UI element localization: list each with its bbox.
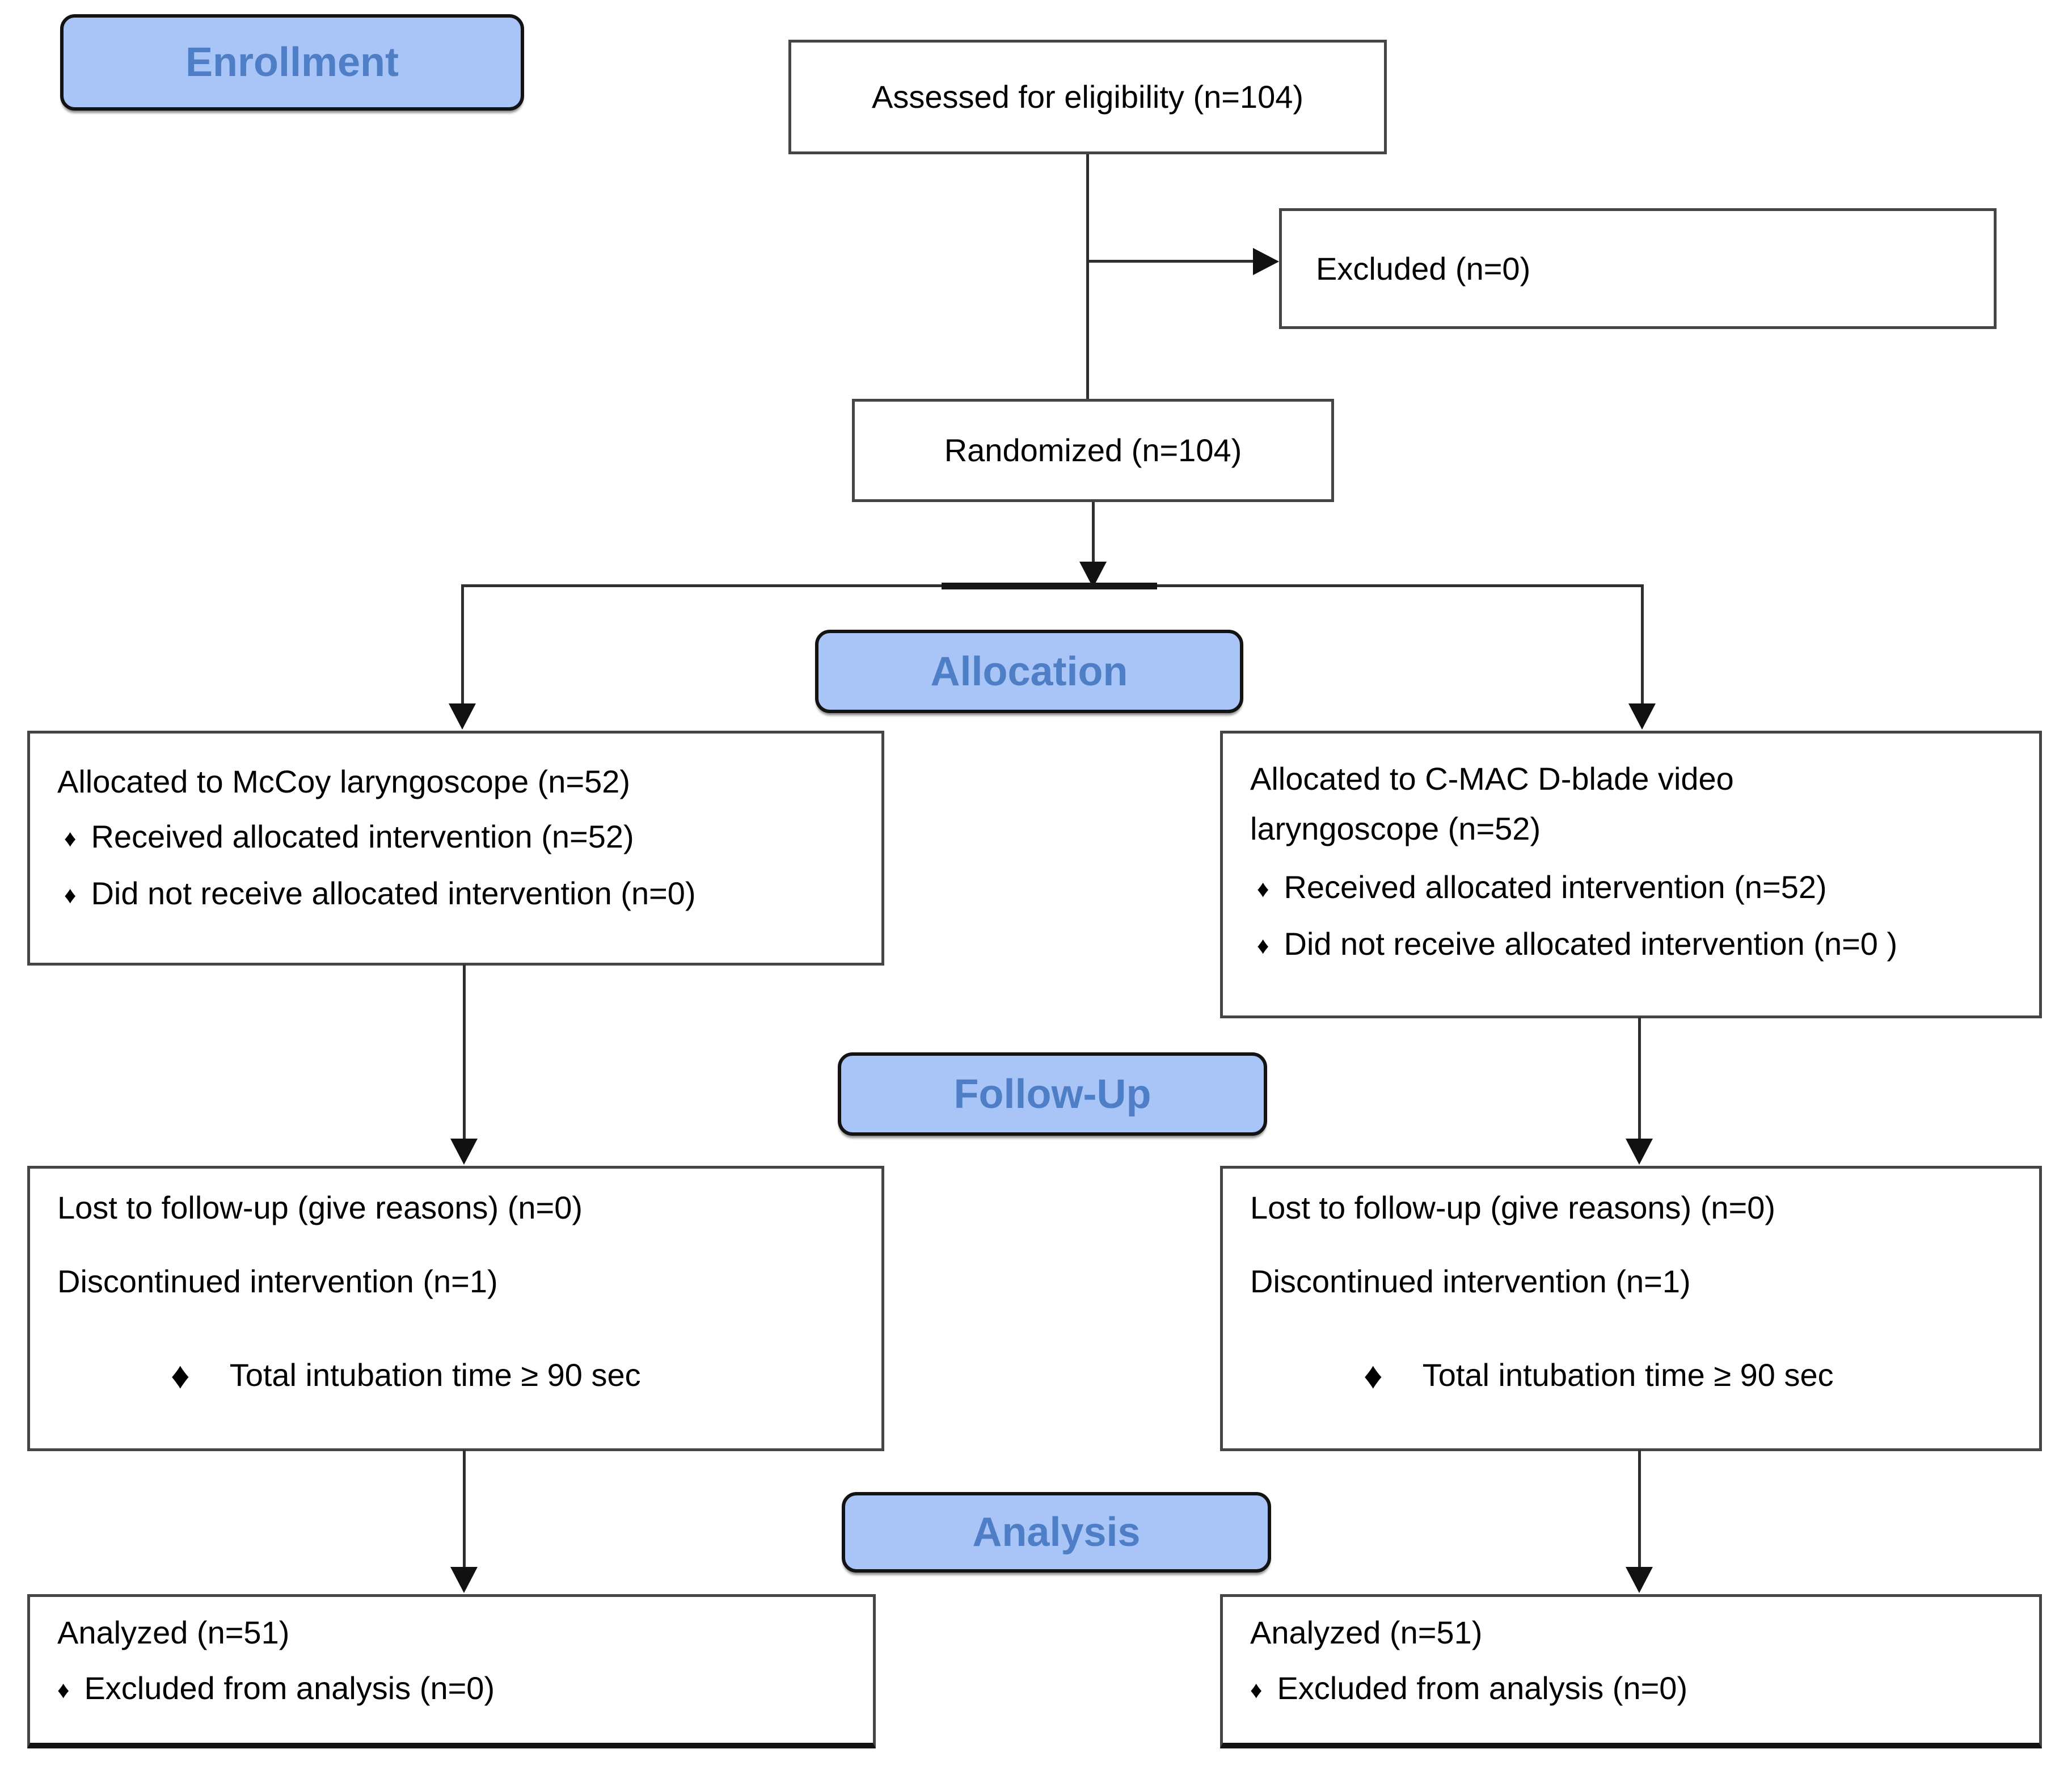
diamond-bullet-icon: ♦ xyxy=(1364,1354,1383,1396)
arrowhead-into-allocation-left xyxy=(449,703,476,730)
box-line: Discontinued intervention (n=1) xyxy=(1250,1262,2022,1301)
diamond-bullet-icon: ♦ xyxy=(64,882,77,908)
connector-randomized-to-split xyxy=(1092,502,1095,564)
box-allocation-left: Allocated to McCoy laryngoscope (n=52) ♦… xyxy=(27,731,884,966)
stage-badge-enrollment-label: Enrollment xyxy=(185,40,399,85)
box-followup-right: Lost to follow-up (give reasons) (n=0) D… xyxy=(1220,1166,2042,1451)
box-line: Allocated to McCoy laryngoscope (n=52) xyxy=(57,754,864,809)
diamond-bullet-icon: ♦ xyxy=(171,1354,190,1396)
box-assessed-text: Assessed for eligibility (n=104) xyxy=(871,79,1304,115)
diamond-bullet-icon: ♦ xyxy=(1257,932,1269,959)
box-line: ♦ Received allocated intervention (n=52) xyxy=(57,809,864,866)
box-line: ♦ Excluded from analysis (n=0) xyxy=(1250,1668,2022,1710)
box-line: laryngoscope (n=52) xyxy=(1250,804,2022,854)
line-text: Allocated to C-MAC D-blade video xyxy=(1250,761,1734,796)
connector-followup-right-to-analysis-right xyxy=(1638,1450,1641,1570)
line-text: Total intubation time ≥ 90 sec xyxy=(229,1357,641,1393)
box-line: ♦ Total intubation time ≥ 90 sec xyxy=(1250,1355,2022,1395)
diamond-bullet-icon: ♦ xyxy=(1250,1676,1263,1703)
box-randomized: Randomized (n=104) xyxy=(852,399,1334,502)
connector-followup-left-to-analysis-left xyxy=(463,1450,466,1570)
stage-badge-enrollment: Enrollment xyxy=(60,14,524,111)
box-line: Discontinued intervention (n=1) xyxy=(57,1262,864,1301)
box-analysis-left: Analyzed (n=51) ♦ Excluded from analysis … xyxy=(27,1594,876,1748)
box-line: ♦ Received allocated intervention (n=52) xyxy=(1250,859,2022,916)
box-line: Lost to follow-up (give reasons) (n=0) xyxy=(1250,1188,2022,1228)
box-line: Allocated to C-MAC D-blade video xyxy=(1250,754,2022,804)
connector-assessed-to-randomized xyxy=(1086,154,1089,399)
arrowhead-into-analysis-right xyxy=(1626,1567,1653,1593)
box-line: Analyzed (n=51) xyxy=(57,1613,856,1653)
box-line: ♦ Did not receive allocated intervention … xyxy=(1250,916,2022,973)
stage-badge-allocation: Allocation xyxy=(815,630,1243,713)
arrowhead-into-followup-right xyxy=(1626,1139,1653,1165)
box-randomized-text: Randomized (n=104) xyxy=(944,432,1242,468)
line-text: Discontinued intervention (n=1) xyxy=(57,1263,498,1299)
line-text: Lost to follow-up (give reasons) (n=0) xyxy=(57,1190,583,1225)
arrowhead-into-analysis-left xyxy=(450,1567,478,1593)
arrowhead-into-followup-left xyxy=(450,1139,478,1165)
line-text: Excluded from analysis (n=0) xyxy=(84,1670,495,1706)
box-line: Analyzed (n=51) xyxy=(1250,1613,2022,1653)
diamond-bullet-icon: ♦ xyxy=(57,1676,70,1703)
line-text: Received allocated intervention (n=52) xyxy=(1284,869,1827,905)
diamond-bullet-icon: ♦ xyxy=(1257,875,1269,902)
line-text: Analyzed (n=51) xyxy=(1250,1615,1483,1650)
stage-badge-analysis-label: Analysis xyxy=(972,1510,1141,1555)
line-text: Did not receive allocated intervention (… xyxy=(1284,926,1898,962)
line-text: Did not receive allocated intervention (… xyxy=(91,875,696,911)
box-line: ♦ Total intubation time ≥ 90 sec xyxy=(57,1355,864,1395)
box-excluded: Excluded (n=0) xyxy=(1279,208,1997,329)
diamond-bullet-icon: ♦ xyxy=(64,825,77,852)
line-text: Discontinued intervention (n=1) xyxy=(1250,1263,1691,1299)
line-text: Lost to follow-up (give reasons) (n=0) xyxy=(1250,1190,1775,1225)
connector-allocation-right-to-followup-right xyxy=(1638,1017,1641,1141)
split-line-dark-segment xyxy=(942,583,1157,589)
stage-badge-followup-label: Follow-Up xyxy=(953,1071,1151,1117)
arrowhead-into-excluded xyxy=(1253,248,1279,275)
box-assessed-for-eligibility: Assessed for eligibility (n=104) xyxy=(788,40,1387,154)
line-text: Analyzed (n=51) xyxy=(57,1615,290,1650)
line-text: Allocated to McCoy laryngoscope (n=52) xyxy=(57,764,631,799)
arrowhead-into-allocation-right xyxy=(1628,703,1656,730)
connector-to-excluded xyxy=(1086,260,1255,263)
box-followup-left: Lost to follow-up (give reasons) (n=0) D… xyxy=(27,1166,884,1451)
box-allocation-right: Allocated to C-MAC D-blade video laryngo… xyxy=(1220,731,2042,1018)
line-text: laryngoscope (n=52) xyxy=(1250,811,1541,846)
stage-badge-analysis: Analysis xyxy=(842,1492,1271,1573)
line-text: Received allocated intervention (n=52) xyxy=(91,819,634,854)
stage-badge-allocation-label: Allocation xyxy=(930,648,1128,694)
box-excluded-text: Excluded (n=0) xyxy=(1316,250,1531,286)
stage-badge-followup: Follow-Up xyxy=(838,1052,1267,1136)
box-line: ♦ Did not receive allocated intervention … xyxy=(57,866,864,922)
connector-split-to-allocation-left xyxy=(461,584,464,706)
box-line: Lost to follow-up (give reasons) (n=0) xyxy=(57,1188,864,1228)
line-text: Excluded from analysis (n=0) xyxy=(1277,1670,1688,1706)
line-text: Total intubation time ≥ 90 sec xyxy=(1422,1357,1834,1393)
box-line: ♦ Excluded from analysis (n=0) xyxy=(57,1668,856,1710)
box-analysis-right: Analyzed (n=51) ♦ Excluded from analysis … xyxy=(1220,1594,2042,1748)
connector-split-to-allocation-right xyxy=(1641,584,1644,706)
connector-allocation-left-to-followup-left xyxy=(463,964,466,1141)
